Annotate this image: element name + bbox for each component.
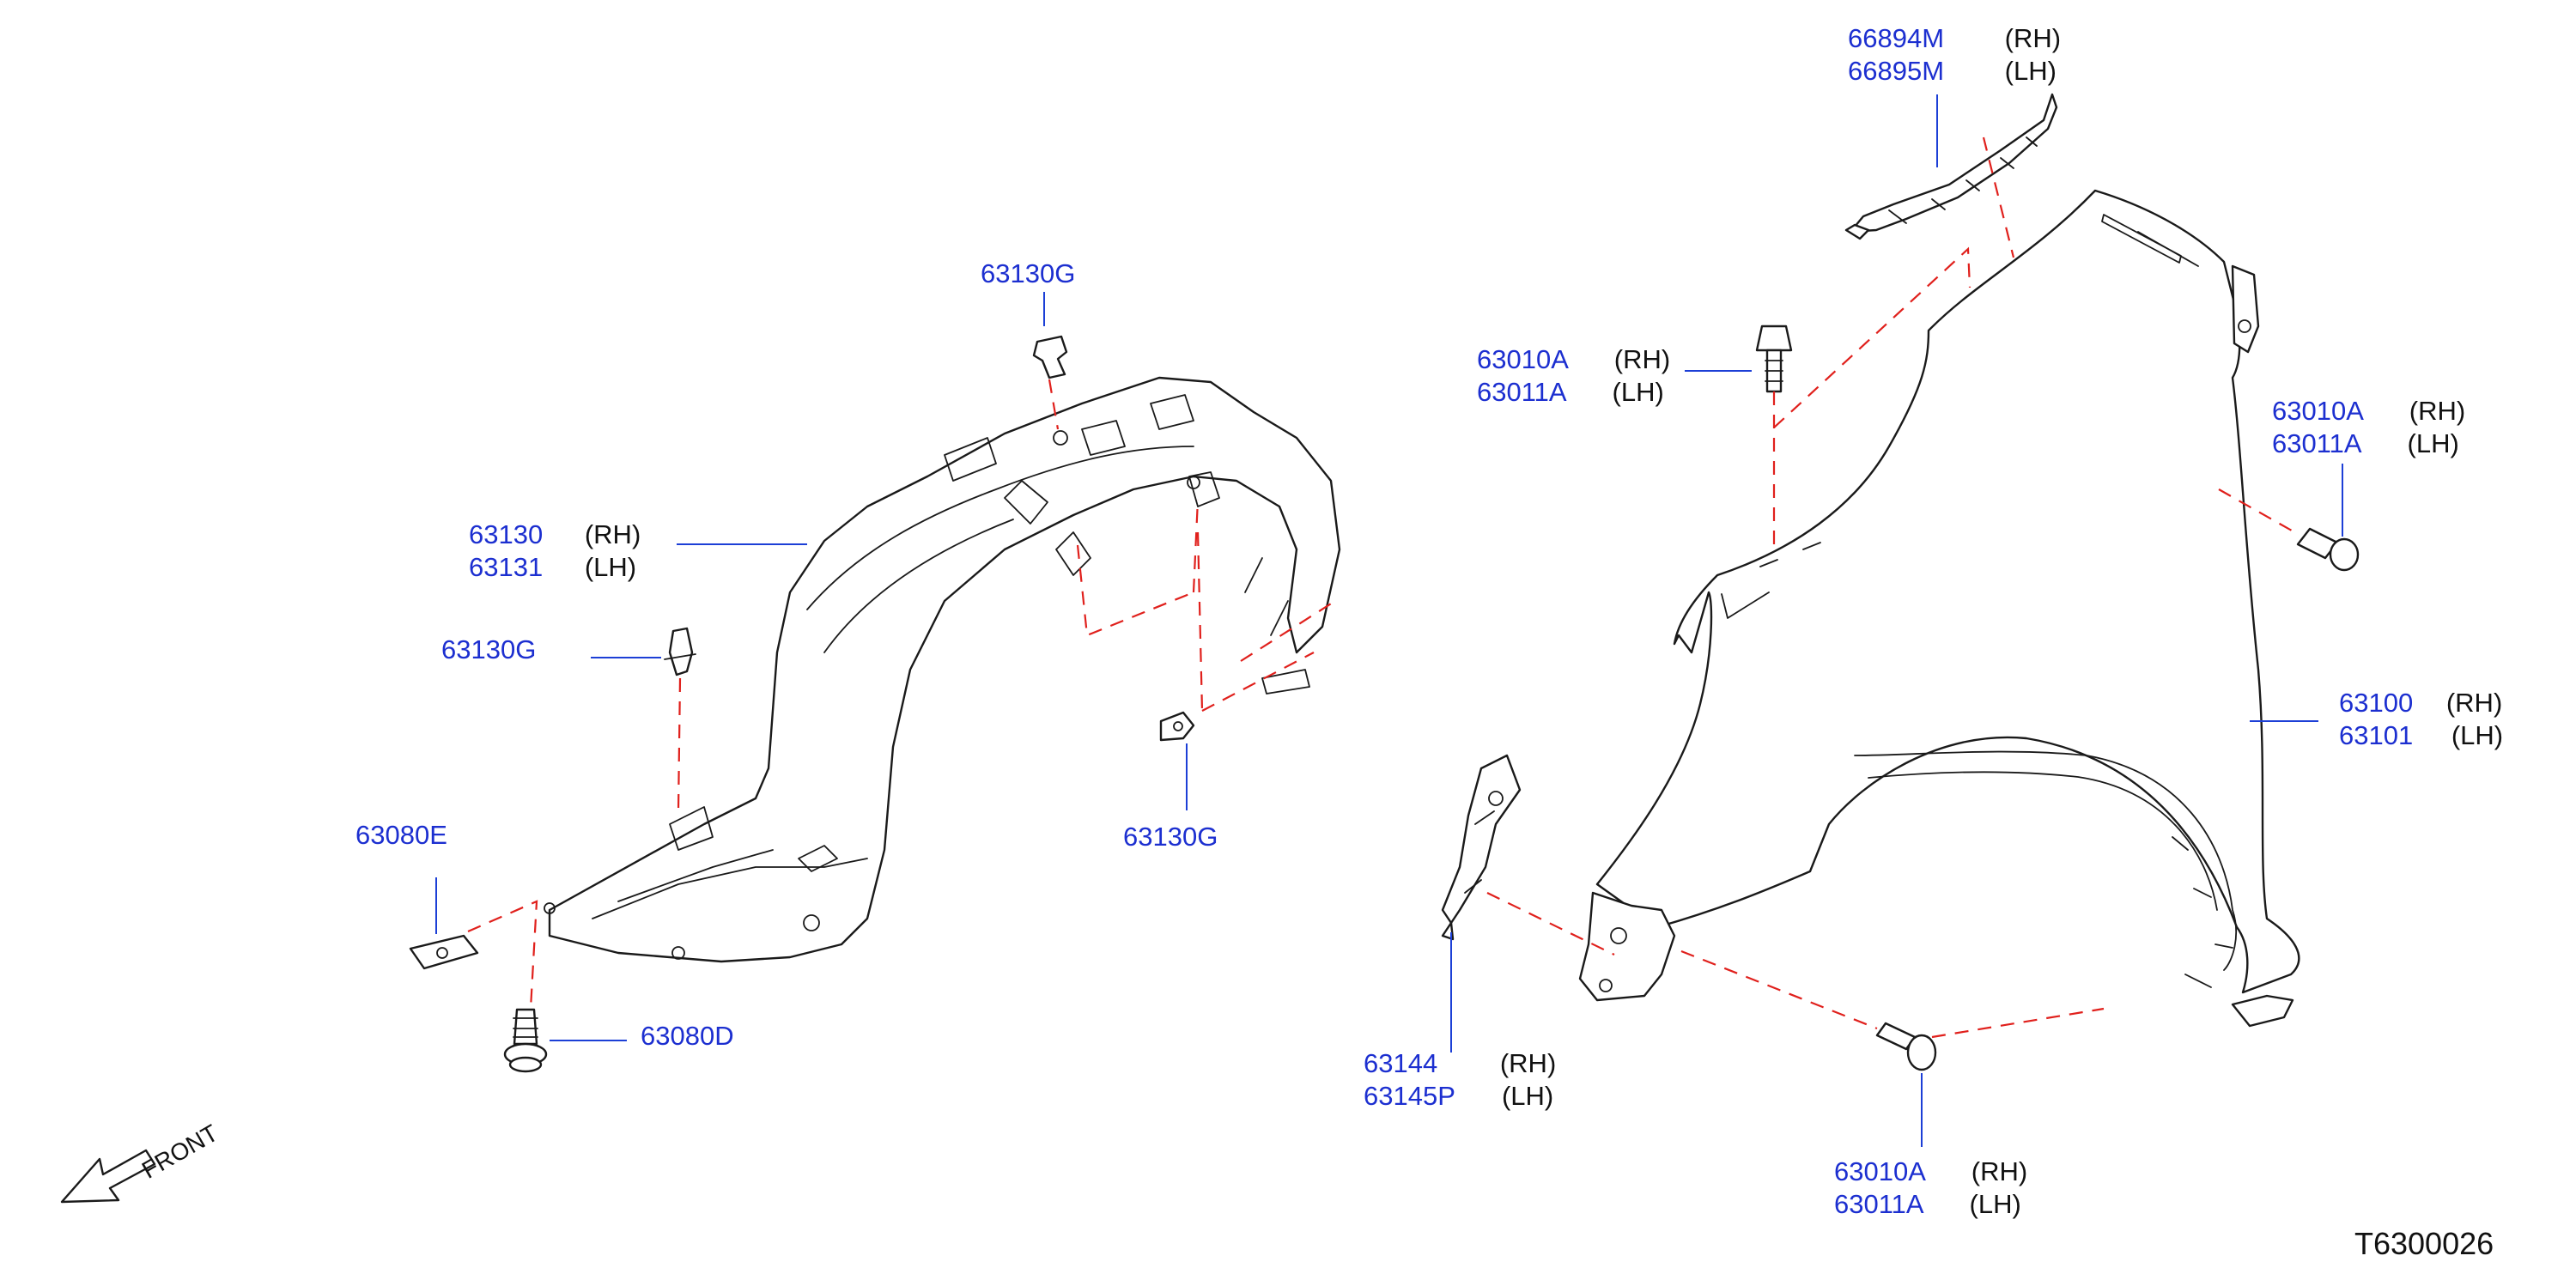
label-bolt-right: 63010A (RH) 63011A (LH) xyxy=(2272,395,2465,460)
label-clip-top: 63130G xyxy=(981,258,1076,288)
part-number-63011a: 63011A xyxy=(1834,1189,1923,1219)
part-number-63011a: 63011A xyxy=(1477,377,1565,407)
label-bolt-top: 63010A (RH) 63011A (LH) xyxy=(1477,343,1670,409)
leader-lines xyxy=(435,94,2343,1147)
part-number-63100: 63100 xyxy=(2339,688,2414,718)
side-lh: (LH) xyxy=(584,552,637,582)
part-number-66894m: 66894M xyxy=(1848,23,1945,53)
side-rh: (RH) xyxy=(1613,344,1671,374)
nut-clip-63080e xyxy=(409,934,479,970)
side-rh: (RH) xyxy=(2004,23,2062,53)
side-rh: (RH) xyxy=(584,519,641,549)
part-number-66895m: 66895M xyxy=(1848,56,1945,86)
part-number-63144: 63144 xyxy=(1364,1048,1438,1078)
bolt-bottom xyxy=(1875,1022,1937,1071)
bolt-right xyxy=(2296,527,2360,572)
part-number-63131: 63131 xyxy=(469,552,544,582)
part-number-63010a: 63010A xyxy=(1834,1156,1925,1186)
side-rh: (RH) xyxy=(2409,396,2466,426)
clip-63130g-left xyxy=(664,627,696,676)
label-bracket: 63144 (RH) 63145P (LH) xyxy=(1364,1047,1556,1113)
label-screw: 63080D xyxy=(641,1021,734,1051)
part-number-63130: 63130 xyxy=(469,519,544,549)
part-number-63101: 63101 xyxy=(2339,720,2414,750)
label-bolt-bottom: 63010A (RH) 63011A (LH) xyxy=(1834,1156,2027,1221)
side-lh: (LH) xyxy=(2451,720,2504,750)
label-clip-left: 63130G xyxy=(441,634,537,664)
front-fender xyxy=(1578,189,2300,1028)
side-rh: (RH) xyxy=(1971,1156,2028,1186)
side-lh: (LH) xyxy=(2407,428,2459,458)
clip-63130g-top xyxy=(1032,335,1068,379)
side-rh: (RH) xyxy=(2445,688,2503,718)
label-molding: 66894M (RH) 66895M (LH) xyxy=(1848,22,2061,88)
part-number-63145p: 63145P xyxy=(1364,1081,1455,1111)
part-number-63010a: 63010A xyxy=(2272,396,2363,426)
bolt-top xyxy=(1755,325,1793,393)
diagram-code: T6300026 xyxy=(2354,1226,2494,1261)
mounting-lines xyxy=(467,136,2299,1039)
front-arrow-icon xyxy=(60,1149,156,1204)
fender-protector xyxy=(544,376,1341,963)
label-nut-clip: 63080E xyxy=(355,820,447,850)
side-rh: (RH) xyxy=(1499,1048,1557,1078)
part-number-63010a: 63010A xyxy=(1477,344,1568,374)
label-clip-right: 63130G xyxy=(1123,822,1218,852)
label-fender: 63100 (RH) 63101 (LH) xyxy=(2339,687,2503,752)
screw-63080d xyxy=(503,1008,548,1073)
side-lh: (LH) xyxy=(1969,1189,2021,1219)
fender-bracket xyxy=(1441,754,1522,941)
clip-63130g-right xyxy=(1159,711,1195,742)
side-lh: (LH) xyxy=(2004,56,2057,86)
fender-molding xyxy=(1844,93,2058,240)
part-number-63011a: 63011A xyxy=(2272,428,2360,458)
label-protector: 63130 (RH) 63131 (LH) xyxy=(469,519,641,584)
side-lh: (LH) xyxy=(1612,377,1664,407)
side-lh: (LH) xyxy=(1501,1081,1554,1111)
